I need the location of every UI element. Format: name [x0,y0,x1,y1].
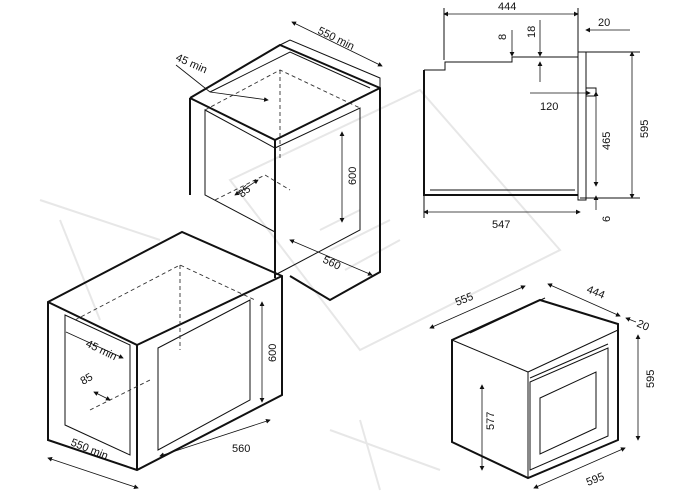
upper-cabinet-drawing: 550 min 45 min 85 600 560 [174,21,383,302]
upper-dim-45min: 45 min [174,52,209,76]
side-dim-465: 465 [601,132,613,150]
side-view-drawing: 444 20 8 18 120 595 465 6 547 [423,1,651,231]
side-dim-444: 444 [498,1,516,13]
lower-cabinet-drawing: 45 min 85 600 560 550 min [47,230,283,490]
oven-dim-595-w: 595 [585,471,607,489]
side-dim-547: 547 [492,219,510,231]
side-dim-595: 595 [639,120,651,138]
side-dim-120: 120 [540,101,558,113]
lower-dim-600: 600 [267,344,279,362]
lower-dim-560: 560 [232,443,250,455]
oven-dim-20: 20 [635,318,651,334]
lower-dim-45min: 45 min [84,338,119,363]
lower-dim-550min: 550 min [69,437,110,463]
upper-dim-85: 85 [236,183,253,200]
side-dim-18: 18 [526,26,538,38]
oven-dim-595-h: 595 [645,370,657,388]
side-dim-6: 6 [601,216,613,222]
upper-dim-560: 560 [321,254,343,273]
upper-dim-550min: 550 min [316,25,356,53]
oven-dim-444: 444 [585,284,607,302]
lower-dim-85: 85 [79,371,96,388]
upper-dim-600: 600 [347,167,359,185]
oven-3d-drawing: 555 444 20 595 577 595 [429,283,657,489]
side-dim-8: 8 [497,34,509,40]
oven-dim-577: 577 [485,412,497,430]
side-dim-20: 20 [598,17,610,29]
